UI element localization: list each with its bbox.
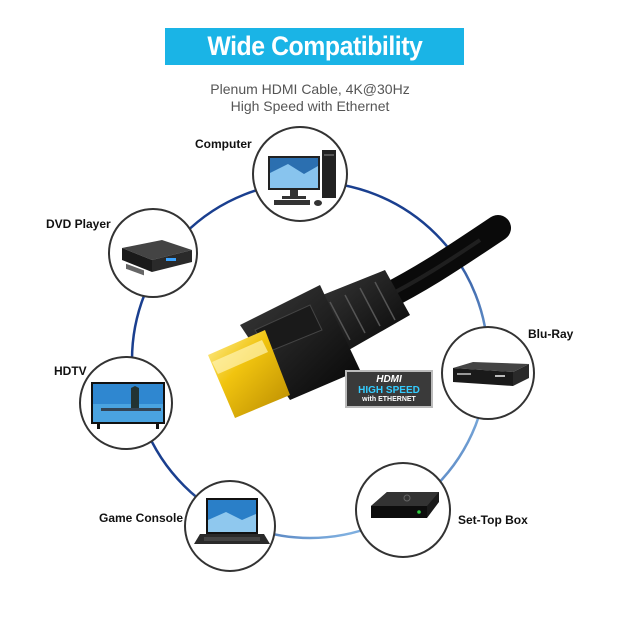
dvd-player-label: DVD Player [46, 217, 111, 231]
hdmi-logo-ethernet: with ETHERNET [362, 396, 416, 403]
subtitle-line-1: Plenum HDMI Cable, 4K@30Hz [210, 81, 410, 97]
blu-ray-player-icon [441, 326, 535, 420]
hdtv-label: HDTV [54, 364, 87, 378]
set-top-box-label: Set-Top Box [458, 513, 528, 527]
set-top-box-icon [355, 462, 451, 558]
title-banner: Wide Compatibility [165, 28, 464, 65]
hdtv-icon [79, 356, 173, 450]
computer-label: Computer [195, 137, 252, 151]
laptop-icon [184, 480, 276, 572]
page-title: Wide Compatibility [206, 31, 423, 61]
computer-icon [252, 126, 348, 222]
blu-ray-label: Blu-Ray [528, 327, 574, 341]
hdmi-logo-speed: HIGH SPEED [358, 385, 420, 396]
subtitle-line-2: High Speed with Ethernet [230, 98, 390, 114]
hdmi-logo-text: HDMI [376, 374, 402, 385]
hdmi-high-speed-logo: HDMI HIGH SPEED with ETHERNET [345, 370, 433, 408]
game-console-label: Game Console [99, 511, 184, 525]
dvd-player-icon [108, 208, 198, 298]
